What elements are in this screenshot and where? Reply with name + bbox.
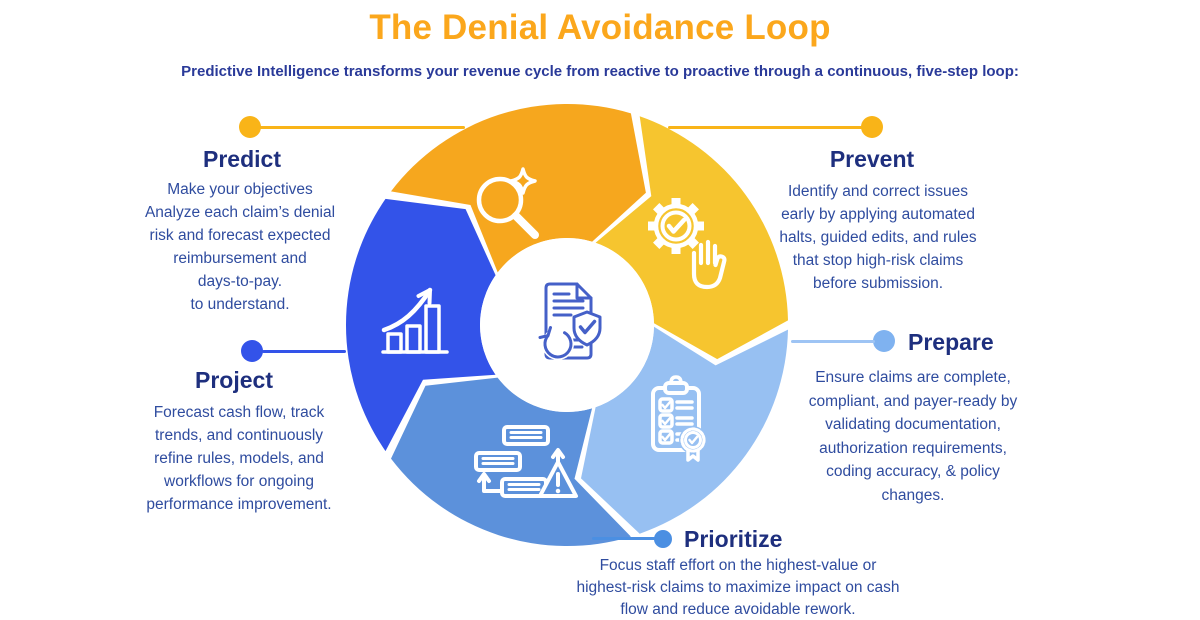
prepare-description: Ensure claims are complete, compliant, a… [808, 369, 1018, 504]
clipboard-checklist-award-icon [651, 375, 707, 462]
award-badge-glyph [679, 426, 707, 462]
loop-segment-prioritize [391, 377, 631, 547]
document-shield-refresh-icon [538, 282, 602, 360]
refresh-arrow-glyph [538, 326, 574, 360]
denial-avoidance-loop-diagram [345, 103, 788, 547]
bar-chart-growth-icon [381, 287, 449, 354]
gear-check-hand-icon [648, 198, 727, 293]
project-heading: Project [195, 367, 273, 393]
page-subtitle: Predictive Intelligence transforms your … [181, 63, 1019, 80]
project-connector-line [262, 350, 346, 353]
prepare-marker-dot [873, 330, 895, 352]
prioritize-heading: Prioritize [684, 526, 783, 552]
prepare-heading: Prepare [908, 329, 994, 355]
prevent-heading: Prevent [829, 146, 915, 172]
prevent-marker-dot [861, 116, 883, 138]
project-description: Forecast cash flow, track trends, and co… [146, 404, 332, 513]
shield-check-glyph [572, 310, 602, 347]
gear-glyph [648, 198, 704, 254]
prioritize-connector-line [592, 537, 656, 540]
project-marker-dot [241, 340, 263, 362]
predict-connector-line [259, 126, 465, 129]
predict-heading: Predict [203, 146, 281, 172]
predict-description: Make your objectives Analyze each claim’… [144, 181, 336, 313]
prioritize-marker-dot [654, 530, 672, 548]
prioritize-description: Focus staff effort on the highest-value … [576, 557, 900, 618]
predict-marker-dot [239, 116, 261, 138]
prevent-connector-line [668, 126, 863, 129]
flowchart-warning-icon [474, 425, 578, 498]
page-title: The Denial Avoidance Loop [369, 8, 831, 47]
warning-triangle-glyph [538, 460, 578, 498]
stop-hand-glyph [691, 239, 727, 293]
loop-center-circle [480, 238, 654, 412]
prevent-description: Identify and correct issues early by app… [779, 183, 977, 292]
magnifier-sparkle-icon [476, 167, 539, 239]
prepare-connector-line [791, 340, 875, 343]
